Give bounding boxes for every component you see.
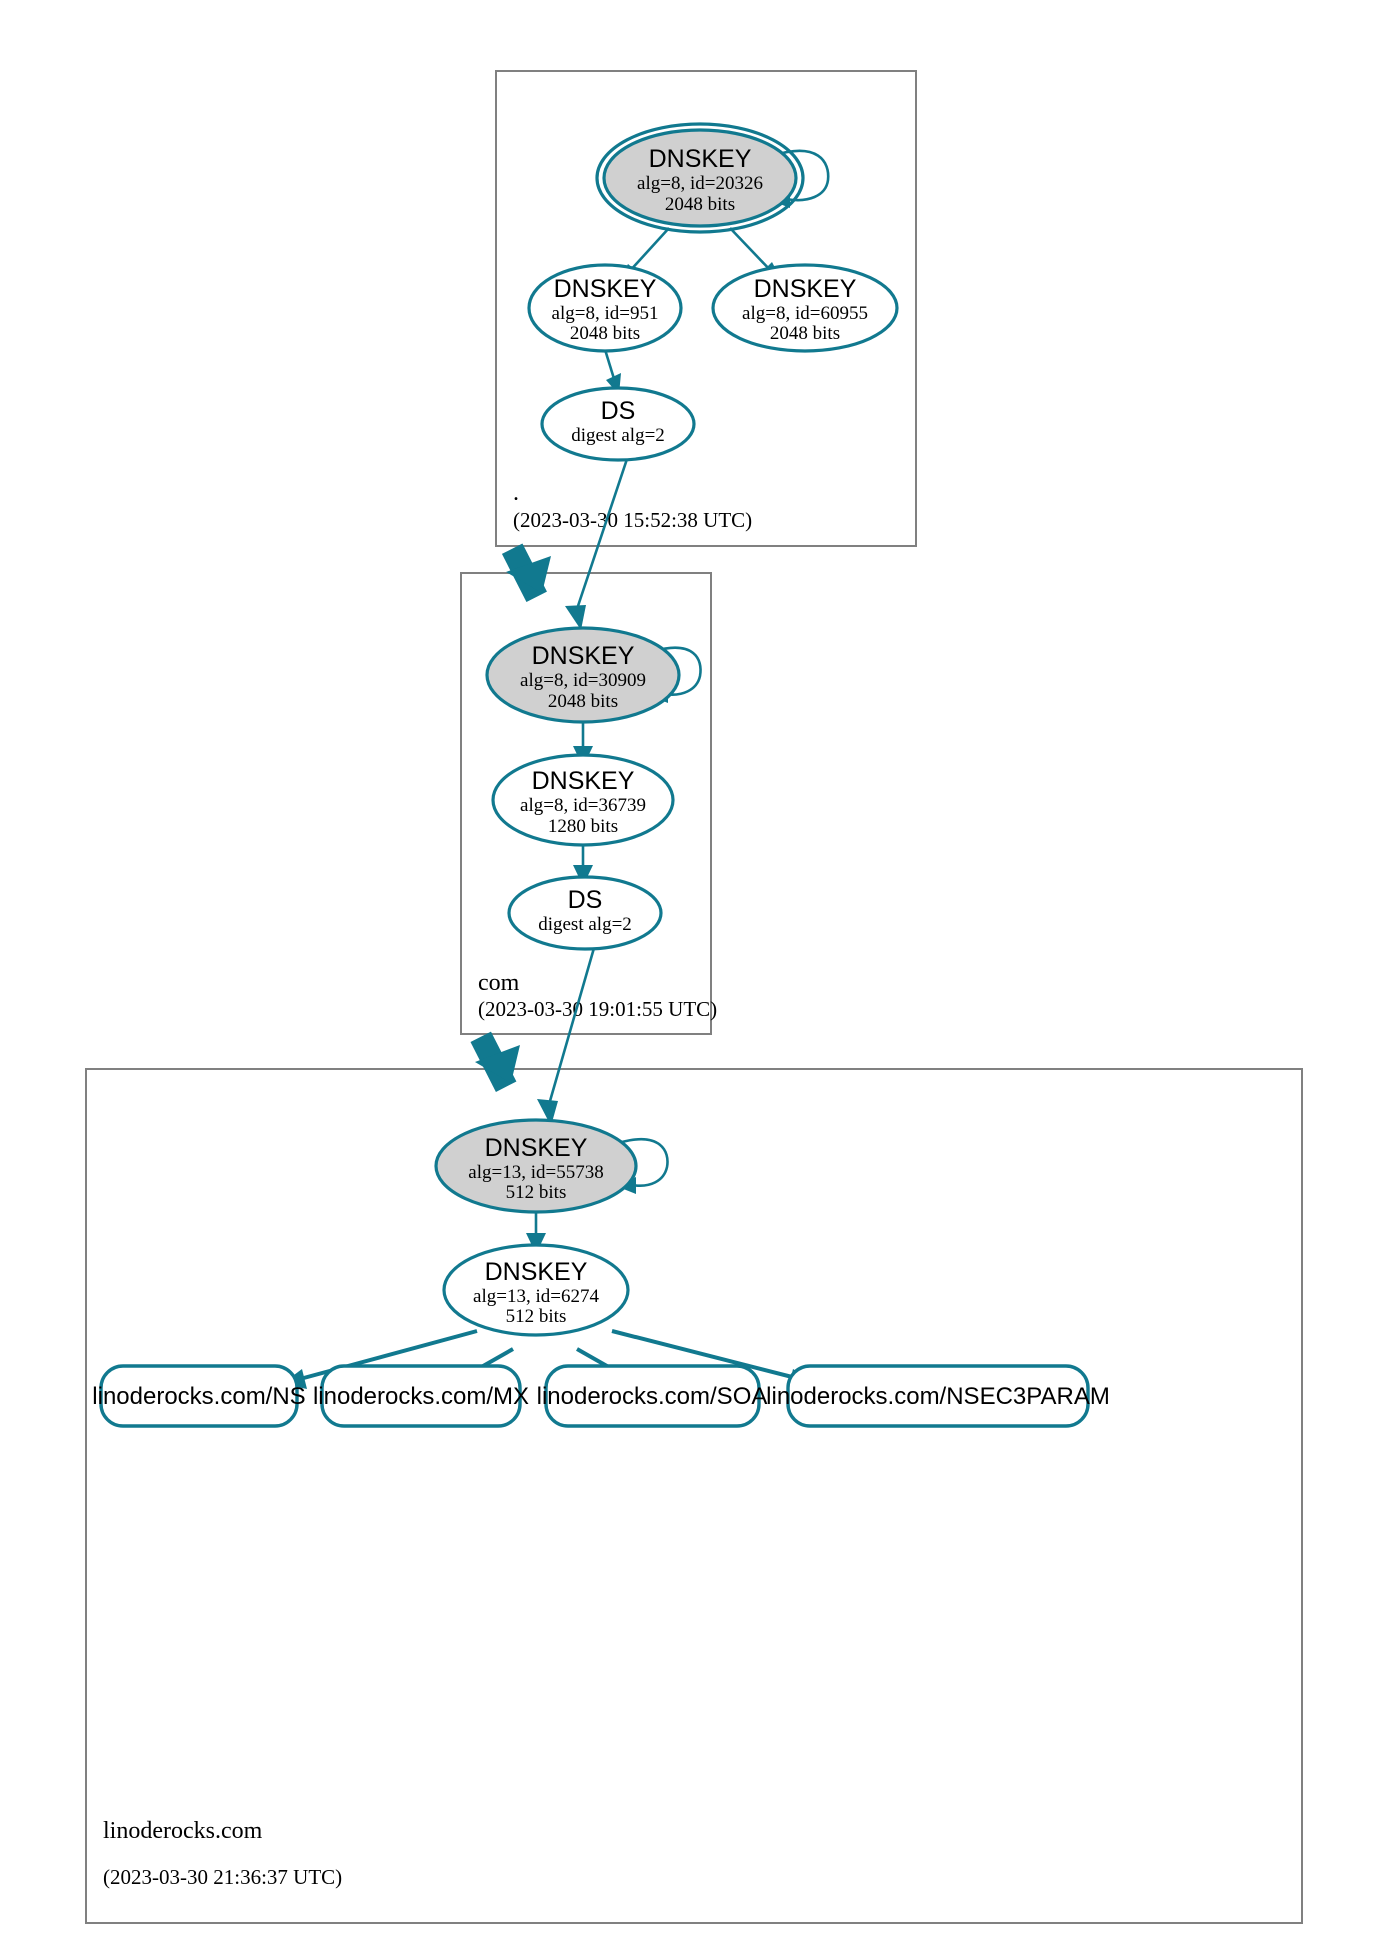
zone-name-com: com (478, 970, 520, 996)
edge-self-loop-com-ksk (653, 646, 702, 696)
rrset-mx[interactable]: linoderocks.com/MX (313, 1364, 529, 1428)
node-lr-zsk-6274[interactable]: DNSKEY alg=13, id=6274 512 bits (442, 1243, 630, 1337)
edge-self-loop-root-ksk (771, 149, 830, 202)
zone-link-root-to-com-head (506, 556, 551, 593)
rrset-rect-mx (320, 1364, 522, 1428)
node-ellipse-root-zsk60955 (711, 263, 899, 353)
rrset-nsec3param[interactable]: linoderocks.com/NSEC3PARAM (766, 1364, 1110, 1428)
zone-group-linoderocks: DNSKEY alg=13, id=55738 512 bits DNSKEY … (85, 947, 1303, 1924)
node-bits-lr-ksk: 512 bits (506, 1182, 567, 1203)
node-title-com-ksk: DNSKEY (532, 642, 635, 670)
rrset-rect-nsec3param (786, 1364, 1090, 1428)
node-params-root-zsk60955: alg=8, id=60955 (742, 303, 868, 324)
zone-group-root: DNSKEY alg=8, id=20326 2048 bits DNSKEY … (495, 70, 917, 547)
zone-link-com-to-linoderocks (470, 1031, 520, 1092)
zone-group-com: DNSKEY alg=8, id=30909 2048 bits DNSKEY … (460, 458, 717, 1035)
node-root-ksk-20326[interactable]: DNSKEY alg=8, id=20326 2048 bits (595, 122, 805, 234)
rrset-label-soa: linoderocks.com/SOA (537, 1383, 768, 1410)
rrset-soa[interactable]: linoderocks.com/SOA (537, 1364, 768, 1428)
rrset-rect-ns (99, 1364, 299, 1428)
node-ellipse-com-ds (507, 875, 663, 951)
node-com-ksk-30909[interactable]: DNSKEY alg=8, id=30909 2048 bits (485, 626, 681, 724)
zone-link-com-to-linoderocks-head (475, 1045, 520, 1083)
node-params-com-ksk: alg=8, id=30909 (520, 670, 646, 691)
rrset-label-mx: linoderocks.com/MX (313, 1383, 529, 1410)
zone-link-root-to-com (501, 543, 551, 603)
edge-self-loop-lr-ksk (621, 1137, 669, 1187)
rrset-ns[interactable]: linoderocks.com/NS (92, 1364, 306, 1428)
node-com-ds-linoderocks[interactable]: DS digest alg=2 (507, 875, 663, 951)
node-ellipse-com-zsk (491, 753, 675, 847)
rrset-rect-soa (544, 1364, 761, 1428)
edge-root-ksk-to-zsk60955 (729, 227, 773, 273)
node-ellipse-lr-zsk (442, 1243, 630, 1337)
node-title-root-zsk60955: DNSKEY (754, 275, 857, 303)
node-params-root-ds: digest alg=2 (571, 425, 665, 446)
edge-root-ksk-to-zsk951 (627, 227, 670, 274)
node-params-com-ds: digest alg=2 (538, 914, 632, 935)
node-bits-root-ksk: 2048 bits (665, 194, 735, 215)
node-root-zsk-951[interactable]: DNSKEY alg=8, id=951 2048 bits (527, 263, 683, 353)
node-ellipse-lr-ksk (434, 1118, 638, 1214)
node-root-zsk-60955[interactable]: DNSKEY alg=8, id=60955 2048 bits (711, 263, 899, 353)
node-title-root-ds: DS (601, 397, 636, 425)
node-params-lr-ksk: alg=13, id=55738 (468, 1162, 603, 1183)
zone-timestamp-linoderocks: (2023-03-30 21:36:37 UTC) (103, 1865, 342, 1889)
zone-box-linoderocks (85, 1068, 1303, 1924)
node-title-root-zsk951: DNSKEY (554, 275, 657, 303)
node-com-zsk-36739[interactable]: DNSKEY alg=8, id=36739 1280 bits (491, 753, 675, 847)
node-ellipse-root-ds (540, 386, 696, 462)
zone-name-root: . (513, 480, 519, 506)
node-ellipse-com-ksk (485, 626, 681, 724)
node-bits-com-zsk: 1280 bits (548, 816, 618, 837)
zone-timestamp-root: (2023-03-30 15:52:38 UTC) (513, 508, 752, 532)
edge-lr-zsk-to-rrset-nsec3param (611, 1329, 801, 1381)
edge-com-ds-to-lr-ksk (546, 947, 596, 1109)
edge-root-ds-to-com-ksk (574, 458, 629, 613)
rrset-label-ns: linoderocks.com/NS (92, 1383, 305, 1410)
node-bits-root-zsk60955: 2048 bits (770, 323, 840, 344)
node-bits-com-ksk: 2048 bits (548, 691, 618, 712)
node-ellipse-root-zsk951 (527, 263, 683, 353)
node-params-root-ksk: alg=8, id=20326 (637, 173, 763, 194)
node-params-root-zsk951: alg=8, id=951 (552, 303, 659, 324)
node-title-root-ksk: DNSKEY (649, 145, 752, 173)
node-params-lr-zsk: alg=13, id=6274 (473, 1286, 599, 1307)
zone-timestamp-com: (2023-03-30 19:01:55 UTC) (478, 997, 717, 1021)
node-lr-ksk-55738[interactable]: DNSKEY alg=13, id=55738 512 bits (434, 1118, 638, 1214)
node-bits-lr-zsk: 512 bits (506, 1306, 567, 1327)
node-title-com-ds: DS (568, 886, 603, 914)
node-root-ds-com[interactable]: DS digest alg=2 (540, 386, 696, 462)
zone-name-linoderocks: linoderocks.com (103, 1818, 263, 1844)
node-title-lr-ksk: DNSKEY (485, 1134, 588, 1162)
node-bits-root-zsk951: 2048 bits (570, 323, 640, 344)
arrowhead-root-ds-to-com-ksk (565, 605, 586, 630)
node-title-lr-zsk: DNSKEY (485, 1258, 588, 1286)
node-title-com-zsk: DNSKEY (532, 767, 635, 795)
rrset-label-nsec3param: linoderocks.com/NSEC3PARAM (766, 1383, 1110, 1410)
node-ellipse-root-ksk (602, 128, 798, 228)
trust-anchor-ring-outer (595, 122, 805, 234)
node-params-com-zsk: alg=8, id=36739 (520, 795, 646, 816)
